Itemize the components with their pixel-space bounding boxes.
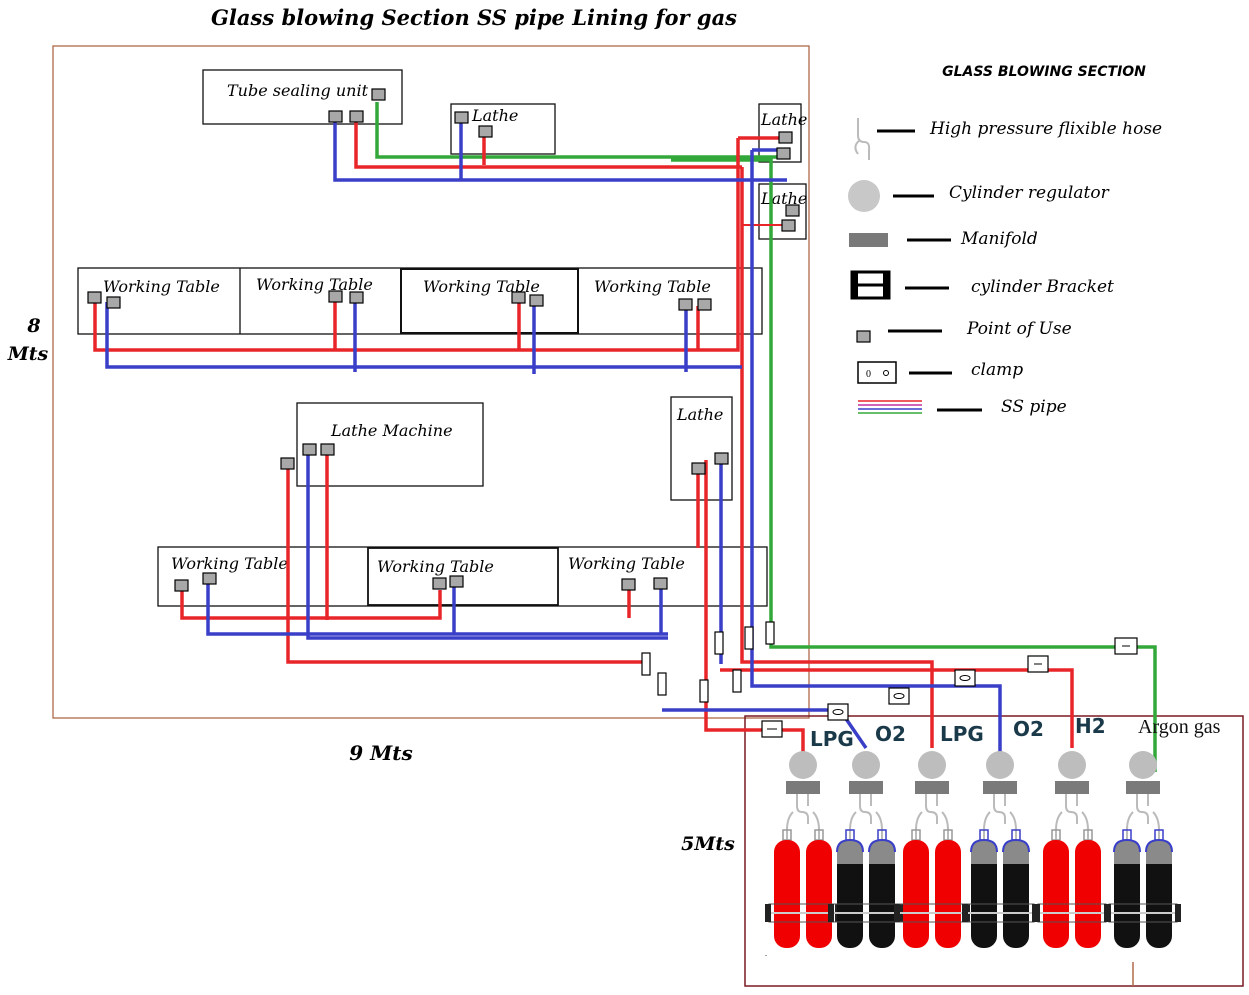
gas-cylinder-room <box>744 715 1244 987</box>
svg-text:0: 0 <box>866 369 871 380</box>
cylinder-bank-2 <box>828 751 904 948</box>
gas-cylinder <box>970 829 998 948</box>
regulator-icon <box>852 751 880 779</box>
cylinder-bank-3 <box>894 751 970 948</box>
gas-cylinder <box>836 829 864 948</box>
lathe-4-label: Lathe <box>676 405 723 424</box>
legend-label-pipe: SS pipe <box>1001 397 1067 417</box>
regulator-icon <box>986 751 1014 779</box>
cylinder-bank-6 <box>1105 751 1181 948</box>
gas-cylinder <box>903 829 929 948</box>
hose-icon <box>786 794 820 842</box>
manifold-icon <box>786 781 820 794</box>
hose-icon <box>1126 794 1160 842</box>
legend: High pressure flixible hose Cylinder reg… <box>848 118 1162 417</box>
regulator-icon <box>1129 751 1157 779</box>
lathe-3-label: Lathe <box>760 189 807 208</box>
cylinder-bank-1 <box>765 751 841 948</box>
working-table-7-label: Working Table <box>568 554 685 573</box>
gas-label-1: LPG <box>810 727 854 751</box>
gas-cylinder <box>1145 829 1173 948</box>
cylinder-bank-5 <box>1034 751 1110 948</box>
gas-cylinder <box>806 829 832 948</box>
manifold-icon <box>849 233 888 247</box>
legend-label-manifold: Manifold <box>960 229 1038 249</box>
legend-label-pou: Point of Use <box>966 319 1072 339</box>
svg-text:.: . <box>765 949 767 958</box>
gas-cylinder <box>1002 829 1030 948</box>
bracket-icon <box>850 270 891 300</box>
gas-labels: LPG O2 LPG O2 H2 <box>810 714 1106 751</box>
tube-sealing-label: Tube sealing unit <box>227 81 369 100</box>
manifold-icon <box>915 781 949 794</box>
regulator-icon <box>848 180 880 212</box>
working-table-3-label: Working Table <box>423 277 540 296</box>
hose-icon <box>983 794 1017 842</box>
manifold-icon <box>849 781 883 794</box>
gas-label-argon: Argon gas <box>1138 716 1221 738</box>
hose-icon <box>915 794 949 842</box>
hose-icon <box>1055 794 1089 842</box>
clamp-icon: 0 <box>857 361 897 384</box>
gas-cylinder <box>1113 829 1141 948</box>
legend-label-clamp: clamp <box>971 360 1023 380</box>
o2-pipes <box>105 118 1002 752</box>
regulator-icon <box>1058 751 1086 779</box>
working-table-2-label: Working Table <box>256 275 373 294</box>
width-dimension: 9 Mts <box>349 741 413 765</box>
legend-title: GLASS BLOWING SECTION <box>942 64 1146 80</box>
tube-sealing-unit <box>202 69 403 125</box>
cylinder-bank-4 <box>962 751 1038 948</box>
working-table-4-label: Working Table <box>594 277 711 296</box>
pipe-clamps-horizontal <box>761 637 1138 738</box>
working-table-1-label: Working Table <box>103 277 220 296</box>
working-table-5-label: Working Table <box>171 554 288 573</box>
height-dimension-8: 8 <box>26 315 40 337</box>
legend-label-bracket: cylinder Bracket <box>971 277 1114 297</box>
gas-label-5: H2 <box>1075 714 1106 738</box>
working-table-6-label: Working Table <box>377 557 494 576</box>
regulator-icon <box>918 751 946 779</box>
glass-blowing-section-border <box>52 45 810 719</box>
bracket-icon <box>1105 903 1181 923</box>
pipe-clamps-vertical <box>641 621 775 703</box>
lpg-h2-pipes <box>93 118 1074 752</box>
lathe-machine-label: Lathe Machine <box>330 421 453 440</box>
gas-label-2: O2 <box>875 722 906 746</box>
regulator-icon <box>789 751 817 779</box>
height-dimension-mts: Mts <box>7 343 49 365</box>
diagram-title: Glass blowing Section SS pipe Lining for… <box>211 5 737 30</box>
legend-label-hose: High pressure flixible hose <box>929 119 1162 139</box>
legend-label-regulator: Cylinder regulator <box>949 183 1110 203</box>
lathe-1-label: Lathe <box>471 106 518 125</box>
gas-label-3: LPG <box>940 722 984 746</box>
gas-cylinder <box>935 829 961 948</box>
ss-pipe-icon <box>858 400 922 414</box>
gas-cylinder <box>774 829 800 948</box>
manifold-icon <box>1055 781 1089 794</box>
gas-cylinder <box>1075 829 1101 948</box>
gas-cylinder <box>1043 829 1069 948</box>
manifold-icon <box>1126 781 1160 794</box>
point-of-use-icon <box>856 330 871 343</box>
cylinder-banks <box>765 751 1181 948</box>
points-of-use <box>87 88 800 592</box>
hose-icon <box>849 794 883 842</box>
gas-label-4: O2 <box>1013 717 1044 741</box>
gas-cylinder <box>868 829 896 948</box>
hose-icon <box>854 118 871 160</box>
manifold-icon <box>983 781 1017 794</box>
room-dimension: 5Mts <box>681 833 735 855</box>
lathe-2-label: Lathe <box>760 110 807 129</box>
